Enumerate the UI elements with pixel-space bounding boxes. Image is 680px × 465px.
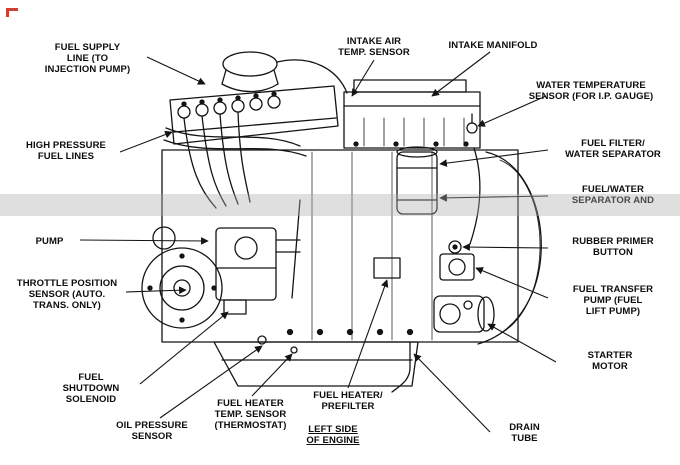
label-rubber-primer-button: RUBBER PRIMER BUTTON [572,236,654,258]
label-fuel-heater-prefilter: FUEL HEATER/ PREFILTER [313,390,383,412]
label-drain-tube: DRAIN TUBE [509,422,540,444]
caption-left-side-of-engine: LEFT SIDE OF ENGINE [306,424,360,446]
label-fuel-heater-temp-sensor: FUEL HEATER TEMP. SENSOR (THERMOSTAT) [214,398,287,431]
label-high-pressure-fuel-lines: HIGH PRESSURE FUEL LINES [26,140,106,162]
label-intake-manifold: INTAKE MANIFOLD [448,40,538,51]
label-fuel-transfer-pump: FUEL TRANSFER PUMP (FUEL LIFT PUMP) [572,284,654,317]
label-water-temperature-sensor: WATER TEMPERATURE SENSOR (FOR I.P. GAUGE… [528,80,654,102]
label-intake-air-temp-sensor: INTAKE AIR TEMP. SENSOR [338,36,410,58]
label-fuel-water-separator: FUEL/WATER SEPARATOR AND [571,184,655,206]
red-corner-mark [6,8,18,17]
label-fuel-filter-water-separator: FUEL FILTER/ WATER SEPARATOR [565,138,661,160]
label-oil-pressure-sensor: OIL PRESSURE SENSOR [116,420,188,442]
watermark-band [0,194,680,216]
label-pump: PUMP [35,236,64,247]
label-throttle-position-sensor: THROTTLE POSITION SENSOR (AUTO. TRANS. O… [16,278,118,311]
label-fuel-shutdown-solenoid: FUEL SHUTDOWN SOLENOID [62,372,120,405]
leader-lines [79,51,557,433]
engine-lineart [141,51,542,393]
label-starter-motor: STARTER MOTOR [587,350,633,372]
label-fuel-supply-line: FUEL SUPPLY LINE (TO INJECTION PUMP) [44,42,131,75]
